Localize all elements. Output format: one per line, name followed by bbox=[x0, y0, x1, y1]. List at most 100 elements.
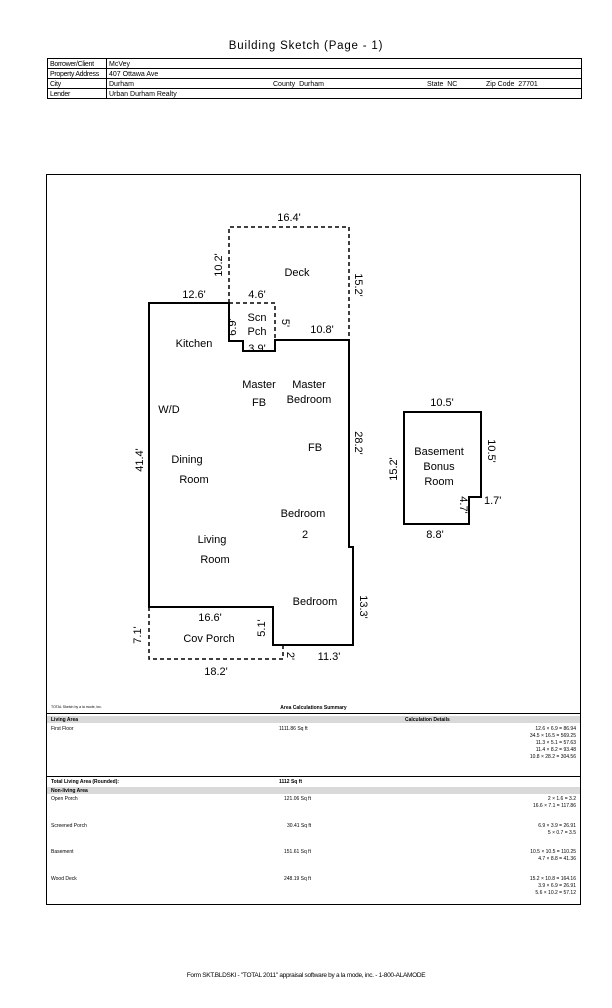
city-value: Durham bbox=[106, 78, 271, 89]
zip-value: 27701 bbox=[518, 81, 538, 88]
basement-label-1: Basement bbox=[414, 446, 464, 458]
calc-details-label: Calculation Details bbox=[405, 716, 450, 723]
living-area-band: Living Area Calculation Details bbox=[47, 716, 580, 723]
wood-deck-name: Wood Deck bbox=[51, 876, 77, 882]
wood-deck-calcs: 15.2 × 10.8 = 164.16 3.9 × 6.9 = 26.91 5… bbox=[530, 876, 576, 897]
zip-cell: Zip Code 27701 bbox=[484, 78, 582, 89]
borrower-value: McVey bbox=[106, 58, 582, 69]
cov-porch-top-dim: 16.6' bbox=[198, 612, 222, 624]
state-label: State bbox=[427, 81, 444, 88]
kitchen-top-dim: 12.6' bbox=[182, 289, 206, 301]
open-porch-name: Open Porch bbox=[51, 796, 78, 802]
basement-calcs: 10.5 × 10.5 = 110.25 4.7 × 8.8 = 41.36 bbox=[530, 849, 576, 863]
screened-porch-outline bbox=[229, 302, 276, 340]
calc-line: 10.5 × 10.5 = 110.25 bbox=[530, 849, 576, 855]
basement-value: 151.61 Sq ft bbox=[284, 849, 311, 855]
floor-plan-sketch: 16.4' 10.2' Deck 15.2' 12.6' 4.6' Scn Pc… bbox=[132, 212, 501, 678]
bedroom2-label-1: Bedroom bbox=[281, 508, 326, 520]
screened-porch-name: Screened Porch bbox=[51, 823, 87, 829]
deck-outline bbox=[228, 226, 350, 340]
kitchen-label: Kitchen bbox=[176, 338, 213, 350]
basement-top-dim: 10.5' bbox=[430, 397, 454, 409]
porch-top-dim: 4.6' bbox=[248, 289, 265, 301]
open-porch-calcs: 2 × 1.6 = 3.2 16.6 × 7.1 = 117.86 bbox=[533, 796, 576, 810]
calc-line: 4.7 × 8.8 = 41.36 bbox=[538, 856, 576, 862]
screened-left-dim: 6.9' bbox=[227, 318, 239, 335]
deck-top-dim: 16.4' bbox=[277, 212, 301, 224]
nonliving-area-label: Non-living Area bbox=[51, 787, 88, 794]
city-label: City bbox=[47, 78, 107, 89]
wd-label: W/D bbox=[158, 404, 179, 416]
open-porch-value: 121.06 Sq ft bbox=[284, 796, 311, 802]
right-lower-dim: 13.3' bbox=[357, 595, 369, 619]
basement-outline bbox=[403, 411, 482, 525]
wood-deck-value: 248.19 Sq ft bbox=[284, 876, 311, 882]
bottom-small-dim: 2' bbox=[284, 652, 296, 660]
area-summary-title: Area Calculations Summary bbox=[280, 705, 347, 711]
living-label-1: Living bbox=[198, 534, 227, 546]
zip-label: Zip Code bbox=[486, 81, 515, 88]
total-value: 1112 Sq ft bbox=[279, 779, 303, 785]
area-summary-rule bbox=[47, 713, 580, 714]
total-label: Total Living Area (Rounded): bbox=[51, 779, 120, 785]
screened-bottom-dim: 3.9' bbox=[248, 343, 265, 355]
first-floor-name: First Floor bbox=[51, 726, 74, 732]
lender-label: Lender bbox=[47, 88, 107, 99]
screened-porch-calcs: 6.9 × 3.9 = 26.91 5 × 0.7 = 3.5 bbox=[538, 823, 576, 837]
living-label-2: Room bbox=[200, 554, 229, 566]
calc-line: 34.5 × 16.5 = 569.25 bbox=[529, 733, 576, 739]
calc-line: 15.2 × 10.8 = 164.16 bbox=[529, 876, 576, 882]
state-cell: State NC bbox=[425, 78, 484, 89]
master-fb-label-1: Master bbox=[242, 379, 276, 391]
covered-porch-outline bbox=[148, 607, 284, 660]
screened-right-dim: 5' bbox=[279, 319, 291, 327]
software-credit: TOTAL Sketch by a la mode, inc. bbox=[51, 705, 102, 709]
right-wall-dim: 28.2' bbox=[352, 431, 364, 455]
calc-line: 11.3 × 5.1 = 57.63 bbox=[535, 740, 576, 746]
first-floor-value: 1111.86 Sq ft bbox=[279, 726, 308, 732]
calc-line: 5 × 0.7 = 3.5 bbox=[547, 830, 576, 836]
header-table: Borrower/Client McVey Property Address 4… bbox=[47, 58, 582, 99]
calc-line: 3.9 × 6.9 = 26.91 bbox=[538, 883, 576, 889]
bottom-right-dim: 11.3' bbox=[318, 651, 341, 663]
master-bedroom-label-2: Bedroom bbox=[287, 394, 332, 406]
county-label: County bbox=[273, 81, 296, 88]
address-value: 407 Ottawa Ave bbox=[106, 68, 582, 79]
cov-porch-bottom-dim: 18.2' bbox=[204, 666, 228, 678]
bedroom2-label-2: 2 bbox=[302, 529, 308, 541]
dining-label-2: Room bbox=[179, 474, 208, 486]
screened-porch-value: 30.41 Sq ft bbox=[287, 823, 312, 829]
fb-label: FB bbox=[308, 442, 322, 454]
total-divider bbox=[47, 776, 580, 777]
calc-line: 16.6 × 7.1 = 117.86 bbox=[532, 803, 576, 809]
calc-line: 11.4 × 8.2 = 93.48 bbox=[535, 747, 576, 753]
county-value: Durham bbox=[299, 81, 324, 88]
first-floor-calcs: 12.6 × 6.9 = 86.94 34.5 × 16.5 = 569.25 … bbox=[530, 726, 576, 761]
calc-line: 12.6 × 6.9 = 86.94 bbox=[535, 726, 576, 732]
bedroom-label: Bedroom bbox=[293, 596, 338, 608]
calc-line: 6.9 × 3.9 = 26.91 bbox=[538, 823, 576, 829]
calc-line: 10.8 × 28.2 = 304.56 bbox=[529, 754, 576, 760]
basement-notch-h-dim: 1.7' bbox=[484, 495, 501, 507]
cov-porch-left-dim: 7.1' bbox=[132, 626, 144, 643]
living-area-label: Living Area bbox=[51, 716, 79, 723]
screened-label-1: Scn bbox=[248, 312, 267, 324]
basement-left-dim: 15.2' bbox=[388, 457, 400, 481]
master-bedroom-label-1: Master bbox=[292, 379, 326, 391]
basement-label-2: Bonus bbox=[423, 461, 455, 473]
calc-line: 2 × 1.6 = 3.2 bbox=[547, 796, 576, 802]
dining-label-1: Dining bbox=[171, 454, 202, 466]
form-footer: Form SKT.BLDSKI - "TOTAL 2011" appraisal… bbox=[186, 972, 426, 979]
nonliving-area-band: Non-living Area bbox=[47, 787, 580, 794]
page-title: Building Sketch (Page - 1) bbox=[228, 40, 384, 52]
basement-notch-v-dim: 4.7' bbox=[457, 496, 469, 513]
cov-porch-label: Cov Porch bbox=[183, 633, 234, 645]
state-value: NC bbox=[447, 81, 458, 88]
lender-value: Urban Durham Realty bbox=[106, 88, 582, 99]
basement-label-3: Room bbox=[424, 476, 453, 488]
basement-right-dim: 10.5' bbox=[485, 439, 497, 463]
master-fb-label-2: FB bbox=[252, 397, 266, 409]
county-cell: County Durham bbox=[271, 78, 425, 89]
deck-label: Deck bbox=[284, 267, 310, 279]
basement-name: Basement bbox=[51, 849, 74, 855]
